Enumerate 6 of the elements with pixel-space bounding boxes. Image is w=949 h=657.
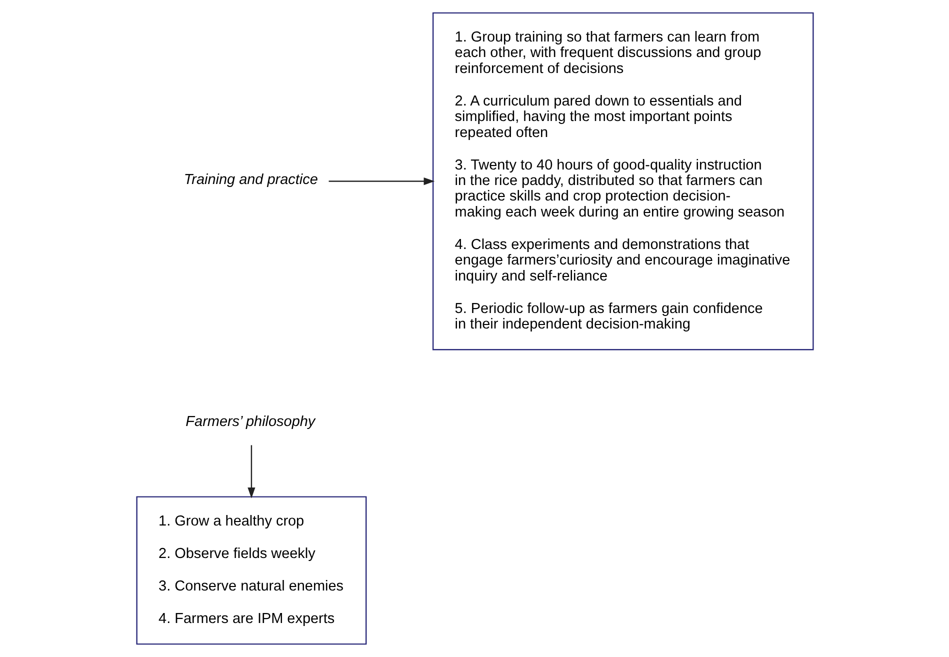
node-box: 1. Grow a healthy crop 2. Observe fields weekly 3. Conserve natural enemies 4. Farmers are IPM experts (136, 496, 366, 645)
node-box: 1. Group training so that farmers can learn from each other, with frequent discussions and group reinforcement of decisions 2. A curriculum pared down to essentials and simplified, having the most important points repeated often 3. Twenty to 40 hours of good-quality instruction in the rice paddy, distributed so that farmers can practice skills and crop protection decision-making each week during an entire growing season 4. Class experiments and demonstrations that engage farmers’curiosity and encourage imaginative inquiry and self-reliance 5. Periodic follow-up as farmers gain confidence in their independent decision-making (432, 12, 814, 350)
node-text: Farmers’ philosophy (185, 414, 315, 430)
node-text: Training and practice (183, 172, 318, 188)
arrow (247, 445, 255, 498)
arrow (328, 177, 434, 186)
